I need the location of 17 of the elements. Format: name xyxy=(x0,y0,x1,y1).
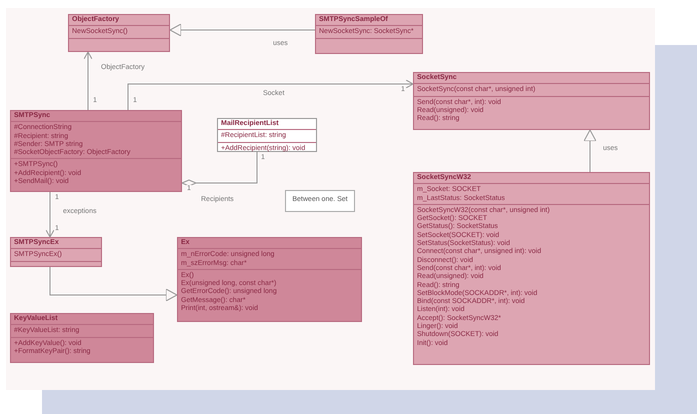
inheritance-arrow xyxy=(50,266,178,302)
class-box xyxy=(315,14,423,54)
class-box xyxy=(68,14,170,52)
association-arrow xyxy=(128,80,414,110)
class-box xyxy=(177,237,362,322)
note-box xyxy=(285,190,355,212)
class-box xyxy=(10,110,182,192)
class-box xyxy=(10,313,154,363)
class-box xyxy=(10,237,102,267)
inheritance-arrow xyxy=(170,24,316,36)
association-arrow xyxy=(84,52,92,110)
class-box xyxy=(413,72,650,130)
class-box xyxy=(217,118,317,152)
class-box xyxy=(413,172,650,365)
inheritance-arrow xyxy=(584,130,596,172)
association-arrow xyxy=(46,192,54,238)
aggregation-line xyxy=(182,152,258,186)
